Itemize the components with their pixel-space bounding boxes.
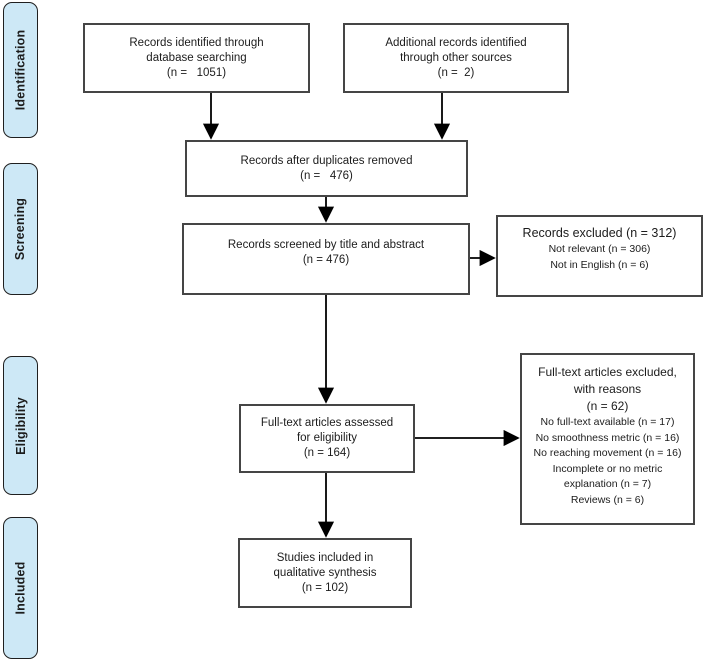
fulltext-assessed-line: for eligibility bbox=[296, 432, 358, 444]
additional-records-line: Additional records identified bbox=[385, 36, 527, 49]
records-excluded-detail: Not relevant (n = 306) bbox=[548, 243, 651, 255]
studies-included-line: Studies included in bbox=[276, 551, 374, 564]
records-excluded-title: Records excluded (n = 312) bbox=[522, 226, 677, 240]
box-records-screened: Records screened by title and abstract (… bbox=[182, 223, 470, 295]
records-identified-count: (n = 1051) bbox=[166, 66, 227, 79]
studies-included-count: (n = 102) bbox=[301, 581, 349, 594]
fulltext-excluded-count: (n = 62) bbox=[586, 399, 629, 413]
additional-records-line: through other sources bbox=[400, 51, 512, 64]
fulltext-excluded-detail: Incomplete or no metric bbox=[552, 462, 663, 475]
fulltext-assessed-count: (n = 164) bbox=[303, 447, 351, 459]
duplicates-removed-line: Records after duplicates removed bbox=[240, 154, 413, 167]
records-screened-count: (n = 476) bbox=[302, 254, 350, 266]
fulltext-excluded-detail: No reaching movement (n = 16) bbox=[533, 447, 682, 459]
stage-screening: Screening bbox=[3, 163, 38, 295]
stage-identification-label: Identification bbox=[13, 29, 28, 111]
box-studies-included: Studies included in qualitative synthesi… bbox=[238, 538, 412, 608]
studies-included-line: qualitative synthesis bbox=[273, 566, 377, 579]
stage-identification: Identification bbox=[3, 2, 38, 138]
records-identified-line: database searching bbox=[146, 51, 247, 64]
fulltext-excluded-title: Full-text articles excluded, bbox=[538, 365, 677, 379]
stage-screening-label: Screening bbox=[13, 197, 28, 261]
records-excluded-detail: Not in English (n = 6) bbox=[550, 258, 649, 271]
stage-included: Included bbox=[3, 517, 38, 659]
stage-eligibility-label: Eligibility bbox=[13, 396, 28, 455]
stage-eligibility: Eligibility bbox=[3, 356, 38, 495]
records-screened-line: Records screened by title and abstract bbox=[227, 239, 425, 251]
box-duplicates-removed: Records after duplicates removed (n = 47… bbox=[185, 140, 468, 197]
box-fulltext-excluded: Full-text articles excluded, with reason… bbox=[520, 353, 695, 525]
box-additional-records: Additional records identified through ot… bbox=[343, 23, 569, 93]
fulltext-excluded-title: with reasons bbox=[573, 382, 642, 396]
fulltext-excluded-detail: explanation (n = 7) bbox=[563, 478, 652, 490]
duplicates-removed-count: (n = 476) bbox=[300, 169, 353, 182]
fulltext-excluded-detail: No smoothness metric (n = 16) bbox=[535, 431, 680, 444]
fulltext-excluded-detail: Reviews (n = 6) bbox=[570, 493, 645, 506]
box-records-identified: Records identified through database sear… bbox=[83, 23, 310, 93]
box-records-excluded: Records excluded (n = 312) Not relevant … bbox=[496, 215, 703, 297]
records-identified-line: Records identified through bbox=[129, 36, 264, 49]
fulltext-excluded-detail: No full-text available (n = 17) bbox=[540, 416, 675, 428]
box-fulltext-assessed: Full-text articles assessed for eligibil… bbox=[239, 404, 415, 473]
fulltext-assessed-line: Full-text articles assessed bbox=[260, 417, 394, 429]
stage-included-label: Included bbox=[13, 561, 28, 615]
additional-records-count: (n = 2) bbox=[437, 66, 475, 79]
